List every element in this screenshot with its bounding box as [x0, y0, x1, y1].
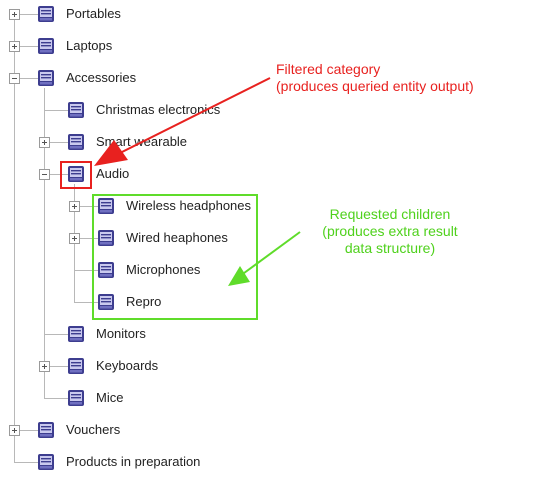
filtered-category-highlight [60, 161, 92, 189]
category-folder-icon [97, 229, 115, 247]
requested-children-subtitle-2: data structure) [344, 240, 436, 256]
collapse-toggle[interactable] [9, 73, 20, 84]
tree-item-label[interactable]: Christmas electronics [96, 102, 221, 117]
tree-connector-branch [50, 142, 72, 143]
filtered-category-annotation: Filtered category (produces queried enti… [276, 61, 474, 95]
tree-item-label[interactable]: Monitors [96, 326, 146, 341]
requested-children-annotation: Requested children (produces extra resul… [300, 206, 480, 257]
filtered-category-title: Filtered category [276, 61, 381, 77]
tree-connector-branch [20, 430, 42, 431]
collapse-toggle[interactable] [39, 169, 50, 180]
tree-connector-branch [44, 398, 72, 399]
category-folder-icon [37, 453, 55, 471]
tree-item-label[interactable]: Products in preparation [66, 454, 201, 469]
tree-connector-branch [74, 270, 102, 271]
tree-connector-branch [44, 334, 72, 335]
expand-toggle[interactable] [69, 201, 80, 212]
category-folder-icon [97, 261, 115, 279]
requested-children-highlight [92, 194, 258, 320]
category-folder-icon [37, 5, 55, 23]
category-folder-icon [37, 421, 55, 439]
tree-connector-branch [20, 78, 42, 79]
tree-connector-branch [74, 302, 102, 303]
tree-connector-branch [80, 206, 102, 207]
expand-toggle[interactable] [69, 233, 80, 244]
category-folder-icon [97, 293, 115, 311]
tree-item-label[interactable]: Laptops [66, 38, 113, 53]
requested-children-subtitle-1: (produces extra result [322, 223, 458, 239]
tree-item-label[interactable]: Microphones [126, 262, 201, 277]
expand-toggle[interactable] [39, 137, 50, 148]
category-folder-icon [67, 389, 85, 407]
tree-item-label[interactable]: Audio [96, 166, 130, 181]
tree-item-label[interactable]: Wired heaphones [126, 230, 228, 245]
tree-item-label[interactable]: Keyboards [96, 358, 159, 373]
category-folder-icon [67, 133, 85, 151]
tree-item-label[interactable]: Vouchers [66, 422, 121, 437]
expand-toggle[interactable] [39, 361, 50, 372]
tree-item-label[interactable]: Mice [96, 390, 124, 405]
category-folder-icon [67, 165, 85, 183]
tree-connector-branch [50, 366, 72, 367]
category-folder-icon [37, 37, 55, 55]
expand-toggle[interactable] [9, 9, 20, 20]
tree-connector-branch [44, 110, 72, 111]
tree-connector-branch [20, 14, 42, 15]
category-folder-icon [67, 325, 85, 343]
tree-connector-branch [20, 46, 42, 47]
expand-toggle[interactable] [9, 41, 20, 52]
tree-item-label[interactable]: Smart wearable [96, 134, 188, 149]
tree-item-label[interactable]: Portables [66, 6, 121, 21]
tree-connector-branch [14, 462, 42, 463]
filtered-category-subtitle: (produces queried entity output) [276, 78, 474, 94]
tree-connector-branch [80, 238, 102, 239]
requested-children-title: Requested children [329, 206, 451, 222]
tree-connector-accessories [44, 88, 45, 398]
expand-toggle[interactable] [9, 425, 20, 436]
tree-item-label[interactable]: Accessories [66, 70, 137, 85]
category-folder-icon [97, 197, 115, 215]
category-folder-icon [67, 101, 85, 119]
tree-item-label[interactable]: Wireless headphones [126, 198, 252, 213]
tree-connector-root [14, 14, 15, 462]
tree-item-label[interactable]: Repro [126, 294, 162, 309]
category-folder-icon [67, 357, 85, 375]
category-folder-icon [37, 69, 55, 87]
